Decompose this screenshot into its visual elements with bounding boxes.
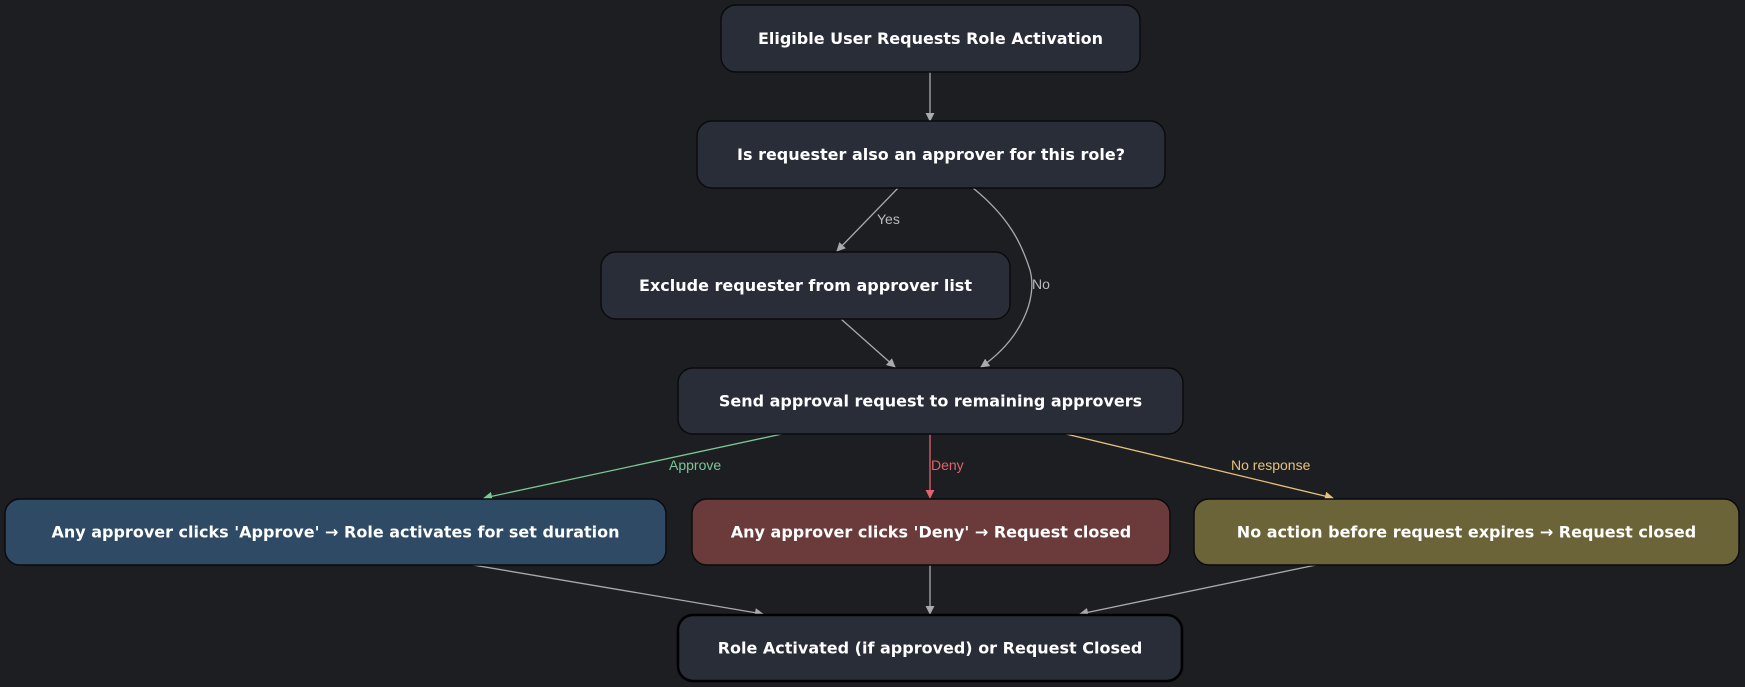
node-check-approver-label: Is requester also an approver for this r… (737, 145, 1125, 164)
node-check-approver: Is requester also an approver for this r… (696, 120, 1166, 189)
node-end-label: Role Activated (if approved) or Request … (718, 639, 1143, 658)
node-exclude: Exclude requester from approver list (600, 251, 1011, 320)
edge-labels: Yes No Approve Deny No response (669, 211, 1311, 473)
edge-exclude-to-send (840, 318, 896, 368)
node-deny: Any approver clicks 'Deny' → Request clo… (691, 498, 1171, 566)
edge-no-response (1065, 433, 1334, 501)
edge-approve-to-end (472, 564, 764, 618)
edge-no (972, 187, 1033, 368)
edge-label-no-response: No response (1231, 457, 1311, 473)
node-send-request: Send approval request to remaining appro… (677, 367, 1184, 435)
node-start-label: Eligible User Requests Role Activation (758, 29, 1103, 48)
node-end: Role Activated (if approved) or Request … (676, 613, 1184, 683)
node-approve-label: Any approver clicks 'Approve' → Role act… (51, 523, 619, 542)
node-deny-label: Any approver clicks 'Deny' → Request clo… (731, 523, 1131, 542)
edges (472, 72, 1334, 618)
edge-label-deny: Deny (931, 457, 964, 473)
edge-yes (836, 187, 899, 252)
edge-label-yes: Yes (877, 211, 900, 227)
node-exclude-label: Exclude requester from approver list (639, 276, 972, 295)
edge-label-no: No (1032, 276, 1050, 292)
node-start: Eligible User Requests Role Activation (720, 4, 1141, 73)
node-approve: Any approver clicks 'Approve' → Role act… (4, 498, 667, 566)
edge-expire-to-end (1079, 564, 1317, 617)
edge-approve (483, 433, 783, 501)
edge-label-approve: Approve (669, 457, 721, 473)
node-expire-label: No action before request expires → Reque… (1237, 523, 1696, 542)
node-expire: No action before request expires → Reque… (1193, 498, 1740, 566)
node-send-request-label: Send approval request to remaining appro… (719, 392, 1142, 411)
